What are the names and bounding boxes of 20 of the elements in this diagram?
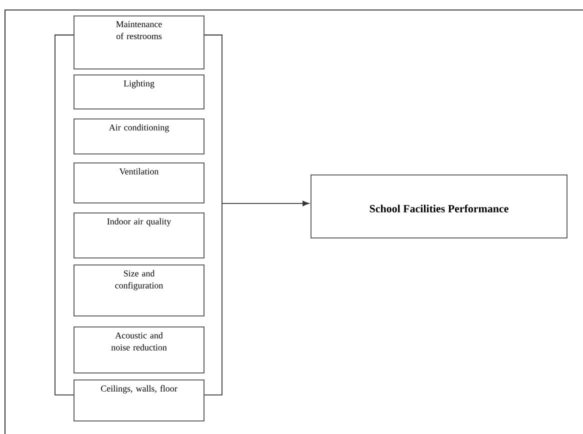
factor-label: Acoustic and noise reduction bbox=[111, 332, 167, 350]
factor-box bbox=[74, 118, 204, 154]
factor-box bbox=[74, 326, 204, 374]
factor-label: Ceilings, walls, floor bbox=[101, 385, 178, 394]
result-label: School Facilities Performance bbox=[370, 204, 508, 212]
factor-box bbox=[74, 162, 204, 204]
factor-box bbox=[74, 380, 204, 422]
arrow bbox=[204, 34, 310, 396]
factor-label: Maintenance of restrooms bbox=[116, 21, 162, 40]
result-box bbox=[310, 174, 568, 238]
factor-label: Size and configuration bbox=[115, 270, 164, 290]
bracket-line bbox=[54, 34, 74, 396]
factor-box bbox=[74, 264, 204, 316]
factor-box bbox=[74, 74, 204, 110]
factor-label: Ventilation bbox=[119, 168, 159, 175]
factor-box bbox=[74, 212, 204, 258]
factor-box bbox=[74, 16, 204, 70]
factor-label: Lighting bbox=[124, 80, 154, 88]
factor-label: Indoor air quality bbox=[107, 218, 172, 226]
factor-label: Air conditioning bbox=[108, 124, 169, 132]
